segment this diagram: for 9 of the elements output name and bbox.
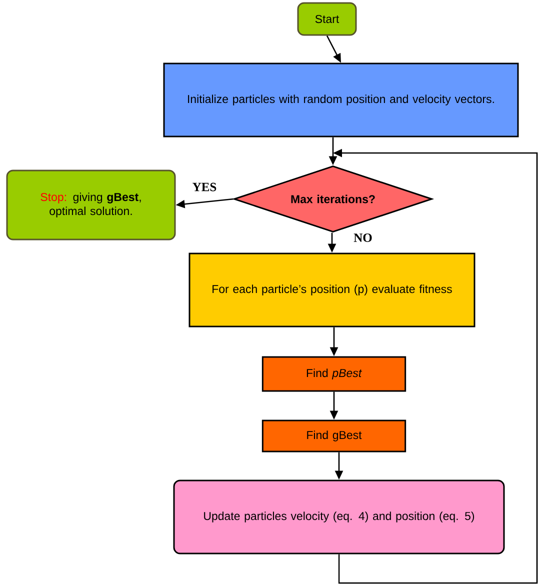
edge-label: YES — [191, 182, 218, 192]
start-box: Start — [297, 2, 357, 36]
process-box: For each particle’s position (p) evaluate fitness — [188, 252, 476, 328]
process-box: Update particles velocity (eq. 4) and position (eq. 5) — [173, 480, 505, 554]
edge-label: NO — [352, 232, 374, 243]
process-box: Find pBest — [262, 356, 406, 392]
process-box: Initialize particles with random position and velocity vectors. — [163, 62, 519, 138]
stop-box: Stop: giving gBest, optimal solution. — [6, 170, 176, 240]
process-box: Find gBest — [262, 420, 406, 452]
